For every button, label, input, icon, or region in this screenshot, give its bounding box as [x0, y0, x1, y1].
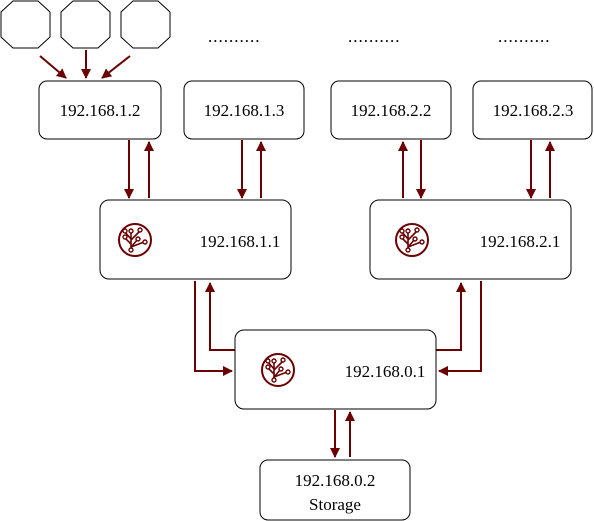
client-node: [60, 0, 111, 49]
ellipsis: ..........: [208, 27, 261, 46]
link-arrow: [194, 281, 233, 376]
link-arrow: [205, 282, 235, 351]
client-node: [120, 0, 171, 49]
host-ip: 192.168.1.2: [60, 101, 141, 120]
storage-node: 192.168.0.2 Storage: [259, 459, 411, 521]
link-arrow: [438, 281, 482, 376]
storage-label: Storage: [309, 495, 361, 514]
router-ip: 192.168.0.1: [345, 362, 426, 381]
host-node: 192.168.2.2: [330, 80, 452, 140]
router-ip: 192.168.2.1: [480, 232, 561, 251]
client-arrow: [39, 55, 67, 79]
host-node: 192.168.2.3: [472, 80, 593, 140]
router-node: 192.168.1.1: [99, 199, 292, 280]
host-ip: 192.168.2.3: [493, 101, 574, 120]
host-ip: 192.168.2.2: [351, 101, 432, 120]
ellipsis: ..........: [498, 27, 551, 46]
storage-ip: 192.168.0.2: [295, 471, 376, 490]
ellipsis: ..........: [348, 27, 401, 46]
router-node: 192.168.2.1: [369, 199, 572, 280]
host-node: 192.168.1.2: [38, 80, 162, 140]
host-node: 192.168.1.3: [183, 80, 305, 140]
router-node: 192.168.0.1: [234, 329, 437, 410]
link-arrow: [436, 282, 466, 351]
client-arrow: [101, 55, 131, 79]
router-ip: 192.168.1.1: [200, 232, 281, 251]
client-node: [0, 0, 51, 49]
host-ip: 192.168.1.3: [204, 101, 285, 120]
